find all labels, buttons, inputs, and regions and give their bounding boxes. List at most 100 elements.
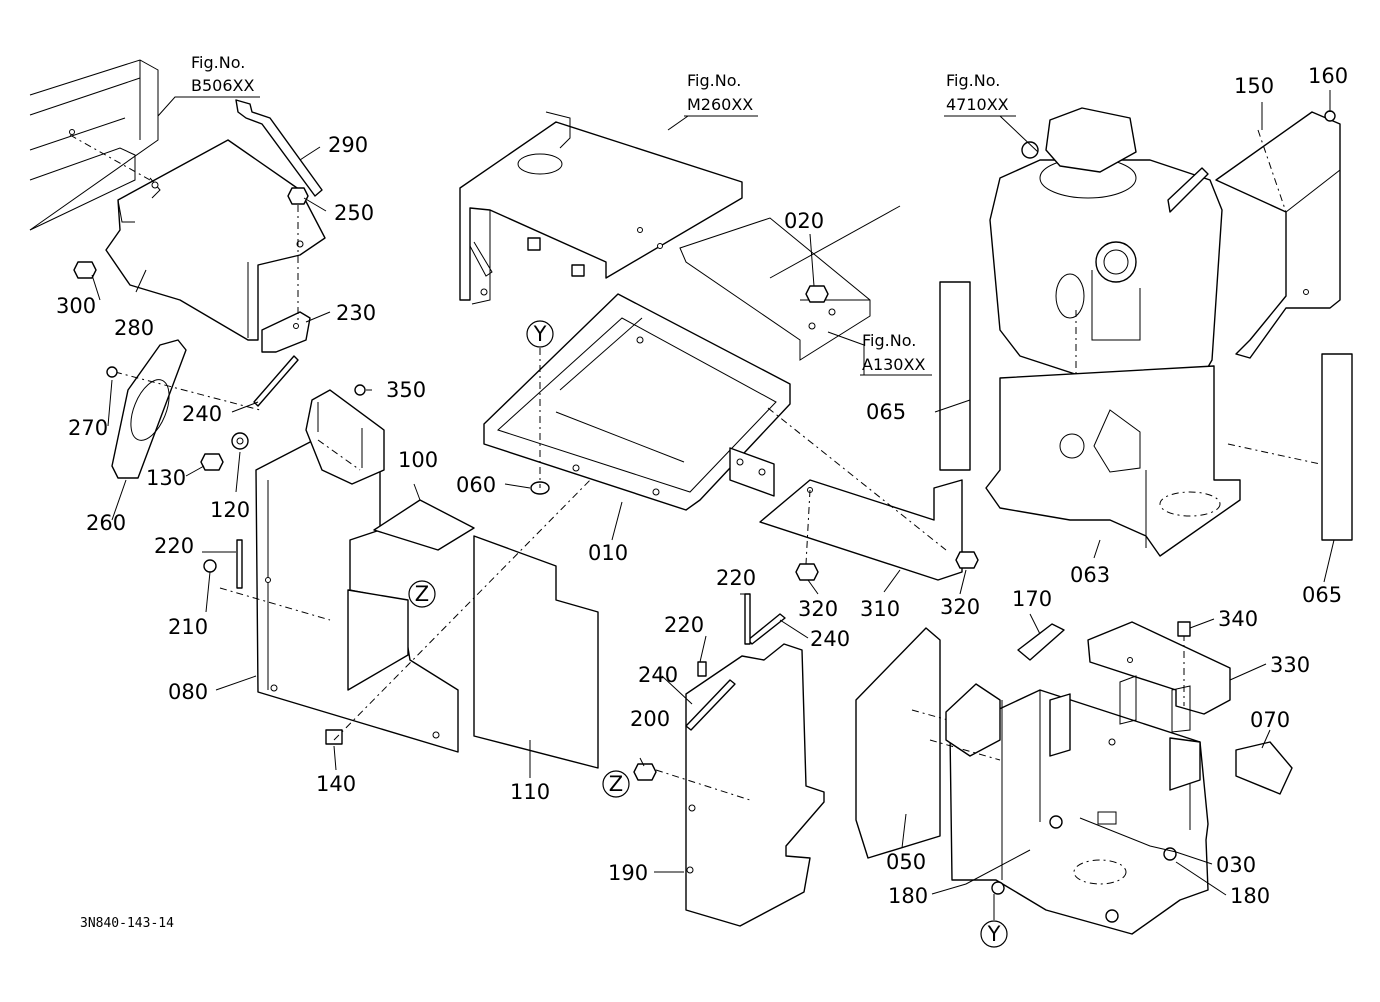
- callout-letter: Z: [415, 582, 429, 606]
- part-label: 300: [56, 294, 96, 318]
- part-label: 170: [1012, 587, 1052, 611]
- part-label: 140: [316, 772, 356, 796]
- frame-rail-b506: [29, 59, 159, 231]
- part-080-side-panel: [255, 389, 459, 753]
- part-label: 070: [1250, 708, 1290, 732]
- part-label: 120: [210, 498, 250, 522]
- part-label: 290: [328, 133, 368, 157]
- fastener-320-a: [795, 563, 819, 581]
- fastener-320-b: [955, 551, 979, 569]
- frame-m260: [459, 111, 743, 305]
- fastener-300: [73, 261, 97, 279]
- fig-ref-4710: Fig.No. 4710XX: [944, 71, 1016, 117]
- fastener-160: [1324, 110, 1336, 122]
- fig-ref-a130-top: Fig.No.: [862, 331, 916, 350]
- part-label: 065: [866, 400, 906, 424]
- part-label: 340: [1218, 607, 1258, 631]
- part-label: 320: [940, 595, 980, 619]
- callout-y-top: Y: [526, 320, 554, 348]
- fastener-210: [203, 559, 217, 573]
- part-230-bracket: [261, 205, 311, 353]
- part-065-strip-right: [1321, 353, 1353, 541]
- part-190-panel: [655, 643, 825, 927]
- part-label: 260: [86, 511, 126, 535]
- part-label: 240: [182, 402, 222, 426]
- part-label: 010: [588, 541, 628, 565]
- part-050-pad: [855, 627, 949, 859]
- part-063-tray: [985, 365, 1241, 557]
- fig-ref-b506-top: Fig.No.: [191, 53, 245, 72]
- fig-ref-a130-code: A130XX: [862, 355, 925, 374]
- fastener-270: [106, 366, 118, 378]
- part-070-bracket: [1235, 741, 1293, 795]
- part-label: 280: [114, 316, 154, 340]
- part-110-sheet: [473, 535, 599, 769]
- part-label: 080: [168, 680, 208, 704]
- part-280-duct-cover: [105, 139, 326, 341]
- fastener-200: [633, 763, 657, 781]
- fig-ref-m260-top: Fig.No.: [687, 71, 741, 90]
- drawing-code: 3N840-143-14: [80, 916, 174, 931]
- part-label: 190: [608, 861, 648, 885]
- fastener-340: [1177, 621, 1191, 637]
- part-label: 063: [1070, 563, 1110, 587]
- fastener-350: [354, 384, 366, 396]
- part-label: 100: [398, 448, 438, 472]
- fastener-120: [231, 432, 249, 450]
- fig-ref-4710-top: Fig.No.: [946, 71, 1000, 90]
- part-label: 030: [1216, 853, 1256, 877]
- callout-letter: Y: [987, 922, 1001, 946]
- fastener-250: [287, 187, 309, 205]
- fig-ref-m260-code: M260XX: [687, 95, 753, 114]
- callout-letter: Z: [609, 772, 623, 796]
- part-label: 270: [68, 416, 108, 440]
- frame-a130: [679, 205, 901, 361]
- fastener-180-d: [1105, 909, 1119, 923]
- part-label: 220: [664, 613, 704, 637]
- part-label: 050: [886, 850, 926, 874]
- part-label: 330: [1270, 653, 1310, 677]
- part-label: 230: [336, 301, 376, 325]
- part-label: 240: [810, 627, 850, 651]
- part-label: 180: [1230, 884, 1270, 908]
- callout-z-left: Z: [408, 580, 436, 608]
- part-260-plate: [111, 339, 261, 479]
- part-170-pad: [1017, 623, 1065, 661]
- part-label: 220: [154, 534, 194, 558]
- part-label: 240: [638, 663, 678, 687]
- part-330-cover: [1087, 621, 1231, 733]
- part-label: 160: [1308, 64, 1348, 88]
- fastener-180-c: [1049, 815, 1063, 829]
- part-310-bracket: [759, 407, 963, 581]
- part-100-pad: [373, 499, 475, 551]
- part-label: 350: [386, 378, 426, 402]
- fig-ref-m260: Fig.No. M260XX: [684, 71, 758, 117]
- part-label: 020: [784, 209, 824, 233]
- part-label: 150: [1234, 74, 1274, 98]
- part-label: 220: [716, 566, 756, 590]
- fig-ref-b506: Fig.No. B506XX: [188, 53, 260, 98]
- fastener-140: [325, 729, 343, 745]
- part-labels: 290 250 300 280 230 240 350 270 130 120 …: [56, 64, 1348, 908]
- fastener-130: [200, 453, 224, 471]
- part-240-strip: [253, 355, 299, 407]
- fig-ref-b506-code: B506XX: [191, 76, 254, 95]
- part-220-pins-mid: [697, 593, 751, 677]
- fig-ref-a130: Fig.No. A130XX: [860, 331, 932, 376]
- callout-y-bottom: Y: [980, 894, 1008, 948]
- part-030-box: [945, 683, 1209, 935]
- part-label: 250: [334, 201, 374, 225]
- part-label: 130: [146, 466, 186, 490]
- part-label: 200: [630, 707, 670, 731]
- fig-ref-4710-code: 4710XX: [946, 95, 1009, 114]
- part-label: 065: [1302, 583, 1342, 607]
- part-label: 110: [510, 780, 550, 804]
- part-010-tray: [483, 293, 791, 511]
- part-065-strip-left: [939, 281, 971, 471]
- callout-z-mid: Z: [602, 770, 630, 798]
- part-150-cover: [1215, 111, 1341, 359]
- part-label: 060: [456, 473, 496, 497]
- part-label: 310: [860, 597, 900, 621]
- fastener-180-a: [991, 881, 1005, 895]
